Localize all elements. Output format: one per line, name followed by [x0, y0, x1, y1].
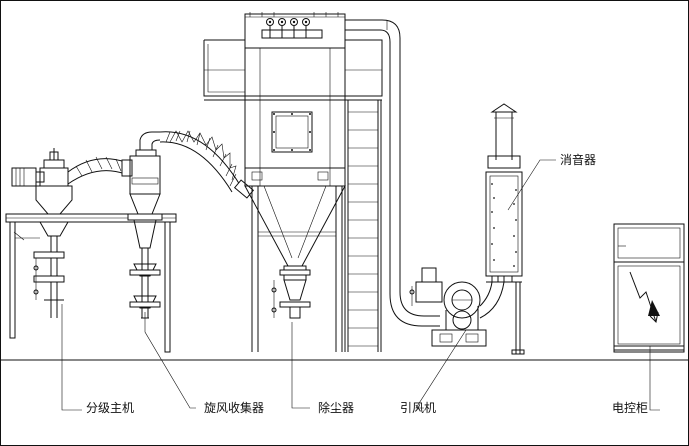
platform-leg — [9, 221, 16, 339]
cyclone-body — [129, 155, 161, 195]
ladder — [344, 100, 382, 352]
cyclone-outlet-duct — [159, 130, 255, 199]
pulse-valve-icon — [266, 18, 274, 26]
classifier-valve — [33, 251, 65, 259]
electric-control-cabinet — [613, 223, 685, 353]
label-classifier: 分级主机 — [86, 401, 134, 415]
rotary-valve — [279, 269, 311, 276]
dust-hopper — [244, 185, 346, 267]
pulse-valve-icon — [302, 18, 310, 26]
classifier-valve — [33, 275, 65, 283]
fan-volute — [443, 281, 481, 319]
cabinet-body — [613, 223, 685, 351]
callouts — [61, 159, 660, 411]
dust-collector — [203, 12, 383, 352]
cyclone-collector — [127, 131, 163, 319]
cyclone-cone — [129, 193, 161, 215]
induced-draft-fan — [409, 267, 505, 347]
classifier-cone — [35, 185, 73, 215]
label-silencer: 消音器 — [560, 152, 596, 167]
rotary-valve — [279, 301, 311, 308]
fan-base — [431, 329, 487, 347]
pulse-valve-icon — [290, 18, 298, 26]
label-dust-collector: 除尘器 — [318, 400, 354, 415]
label-fan: 引风机 — [400, 401, 436, 415]
classifier-outlet-duct — [67, 156, 133, 185]
silencer — [485, 103, 525, 355]
classifier-unit — [5, 148, 177, 353]
label-control-cabinet: 电控柜 — [612, 401, 648, 415]
rain-cap — [490, 103, 518, 113]
access-door — [271, 111, 313, 153]
collector-outlet-duct — [345, 19, 440, 327]
label-cyclone-collector: 旋风收集器 — [204, 400, 264, 415]
silencer-body — [485, 171, 523, 277]
pulse-valve-icon — [278, 18, 286, 26]
platform-leg — [164, 221, 171, 353]
